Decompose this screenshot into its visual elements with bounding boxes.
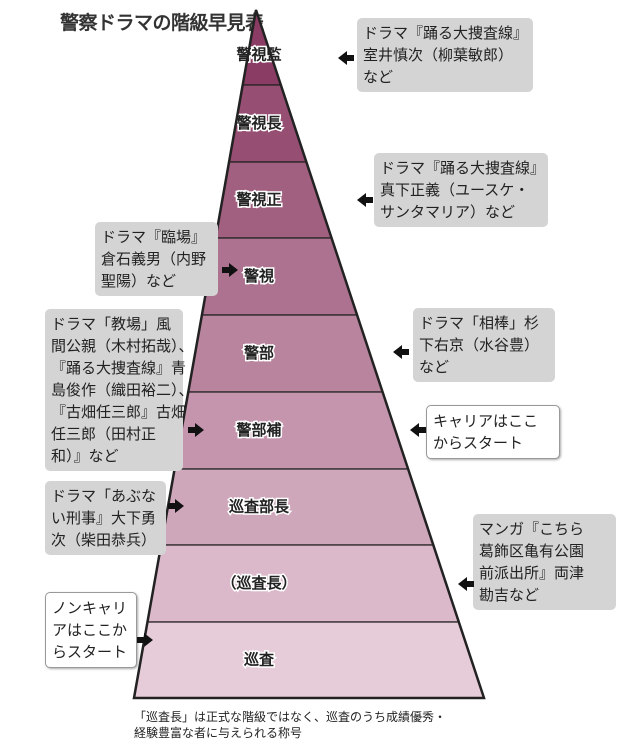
callout-line: らスタート [52, 643, 128, 661]
rank-level-label: 警視長 [235, 114, 282, 132]
callout-line: 下右京（水谷豊） [419, 336, 540, 354]
callout-line: からスタート [433, 434, 524, 452]
callout-line: ドラマ『踊る大捜査線』 [380, 159, 546, 177]
rank-level-label: （巡査長） [221, 574, 296, 592]
callout-junsabucho: ドラマ「あぶな い刑事』大下勇 次（柴田恭兵） [45, 481, 166, 555]
callout-line: 勘吉など [479, 586, 540, 604]
callout-keibuho: ドラマ「教場」風 間公親（木村拓哉）、 『踊る大捜査線』青 島俊作（織田裕二）、… [45, 309, 194, 471]
callout-line: 間公親（木村拓哉）、 [51, 337, 194, 355]
callout-line: 真下正義（ユースケ・ [380, 181, 530, 199]
arrow-right-icon [222, 263, 238, 277]
footnote-line: 「巡査長」は正式な階級ではなく、巡査のうち成績優秀・ [134, 710, 447, 724]
callout-junsacho: マンガ『こちら 葛飾区亀有公園 前派出所』両津 勘吉など [473, 514, 616, 610]
callout-keishi: ドラマ『臨場』 倉石義男（内野 聖陽）など [95, 222, 218, 296]
callout-keishikan: ドラマ『踊る大捜査線』 室井慎次（柳葉敏郎） など [357, 18, 533, 92]
rank-level-label: 警視 [243, 267, 274, 285]
callout-line: 『古畑任三郎』古畑 [51, 403, 187, 421]
callout-line: など [363, 68, 394, 86]
callout-line: 『踊る大捜査線』青 [51, 359, 187, 377]
callout-line: ドラマ『踊る大捜査線』 [363, 24, 529, 42]
arrow-right-icon [137, 633, 153, 647]
callout-line: など [419, 358, 450, 376]
callout-line: ドラマ「あぶな [51, 487, 157, 505]
callout-line: 葛飾区亀有公園 [479, 542, 585, 560]
rank-level-band [173, 391, 409, 470]
callout-keibu: ドラマ「相棒」杉 下右京（水谷豊） など [413, 308, 555, 382]
callout-line: 次（柴田恭兵） [51, 531, 157, 549]
rank-level-label: 巡査 [244, 651, 275, 669]
callout-line: キャリアはここ [433, 412, 539, 430]
callout-career-start: キャリアはここ からスタート [426, 405, 560, 459]
callout-line: アはここか [52, 621, 128, 639]
footnote: 「巡査長」は正式な階級ではなく、巡査のうち成績優秀・ 経験豊富な者に与えられる称… [134, 709, 446, 741]
arrow-left-icon [410, 423, 426, 437]
arrow-left-icon [393, 345, 409, 359]
callout-line: い刑事』大下勇 [51, 509, 157, 527]
rank-level-label: 警視監 [235, 46, 281, 64]
rank-level-band [160, 468, 435, 546]
rank-level-band [146, 544, 460, 623]
footnote-line: 経験豊富な者に与えられる称号 [134, 726, 303, 740]
callout-line: 倉石義男（内野 [101, 250, 207, 268]
rank-level-label: 警部 [243, 344, 274, 362]
page-title: 警察ドラマの階級早見表 [60, 12, 264, 34]
callout-line: 聖陽）など [101, 272, 177, 290]
callout-line: 前派出所』両津 [479, 564, 585, 582]
rank-level-label: 巡査部長 [229, 498, 290, 516]
callout-line: ドラマ「相棒」杉 [419, 314, 540, 332]
callout-line: マンガ『こちら [479, 520, 585, 538]
callout-line: ノンキャリ [52, 599, 128, 617]
pyramid-outline [132, 9, 486, 700]
callout-line: 任三郎（田村正 [51, 425, 157, 443]
arrow-left-icon [458, 577, 474, 591]
rank-level-band [133, 621, 485, 699]
callout-keishisei: ドラマ『踊る大捜査線』 真下正義（ユースケ・ サンタマリア）など [374, 153, 548, 227]
arrow-right-icon [168, 499, 184, 513]
callout-noncareer-start: ノンキャリ アはここか らスタート [45, 592, 137, 668]
arrow-right-icon [188, 423, 204, 437]
rank-level-label: 警部補 [235, 421, 281, 439]
callout-line: サンタマリア）など [380, 203, 516, 221]
rank-level-band [187, 314, 384, 393]
arrow-left-icon [338, 51, 354, 65]
callout-line: 島俊作（織田裕二）、 [51, 381, 194, 399]
callout-line: ドラマ『臨場』 [101, 228, 207, 246]
callout-line: 和）』など [51, 447, 119, 465]
callout-line: ドラマ「教場」風 [51, 315, 172, 333]
rank-level-band [201, 237, 358, 316]
callout-line: 室井慎次（柳葉敏郎） [363, 46, 514, 64]
arrow-left-icon [357, 193, 373, 207]
rank-level-label: 警視正 [235, 191, 281, 209]
